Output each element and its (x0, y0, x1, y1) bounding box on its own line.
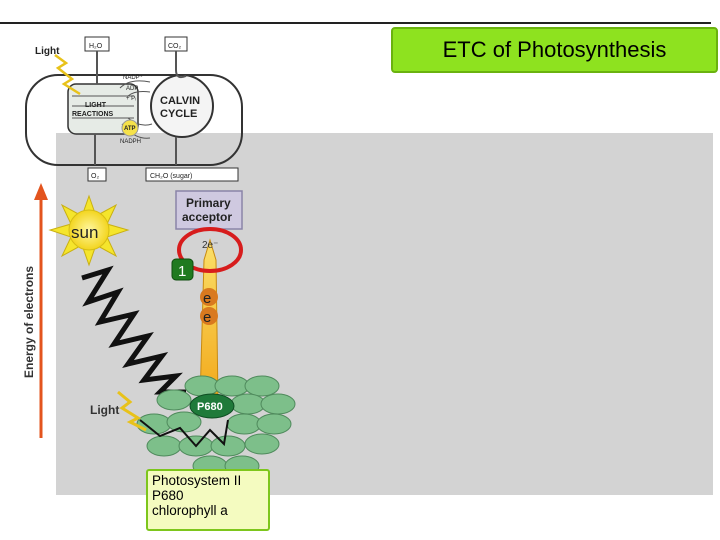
energy-arrow-head-icon (34, 183, 48, 200)
light-bolt-small-icon (54, 53, 81, 96)
p680-label: P680 (197, 401, 223, 413)
sugar-label: CH₂O (sugar) (150, 173, 192, 180)
energy-axis-label: Energy of electrons (22, 266, 36, 378)
step-badge (171, 258, 194, 281)
light-reactions-label-1: LIGHT (85, 102, 107, 109)
nadp-label: NADP⁺ (123, 74, 143, 81)
top-divider-line (0, 22, 711, 24)
photosystem-line-1: Photosystem II (152, 473, 242, 488)
chloroplast-light-label: Light (35, 46, 60, 57)
light-bolt-icon (117, 390, 147, 432)
photosystem-line-3: chlorophyll a (152, 503, 228, 518)
photosystem-info-box: Photosystem II P680 chlorophyll a (146, 469, 270, 531)
electron-label-2: e (203, 309, 211, 326)
calvin-cycle-circle (150, 74, 214, 138)
chloroplast-outline (25, 74, 243, 166)
calvin-label-2: CYCLE (160, 108, 197, 120)
h2o-label: H₂O (89, 43, 103, 50)
pi-label: + Pᵢ (126, 96, 136, 102)
primary-acceptor-box (175, 190, 243, 230)
atp-label: ATP (124, 126, 136, 132)
primary-acceptor-label-1: Primary (186, 196, 231, 210)
electron-label-1: e (203, 290, 211, 307)
title-box: ETC of Photosynthesis (391, 27, 718, 73)
sun-label: sun (71, 223, 98, 242)
o2-label: O₂ (91, 173, 99, 180)
electron-markers (200, 288, 218, 325)
calvin-label-1: CALVIN (160, 95, 200, 107)
light-reactions-label-2: REACTIONS (72, 111, 114, 118)
energy-transfer-path (139, 419, 229, 448)
photosystem-line-2: P680 (152, 488, 184, 503)
light-wave-squiggle-icon (81, 265, 186, 395)
nadph-label: NADPH (120, 139, 141, 145)
sun-icon (48, 194, 130, 267)
electron-highlight-circle (177, 227, 243, 273)
chloroplast-overview (25, 36, 243, 182)
co2-label: CO₂ (168, 43, 182, 50)
two-electrons-label: 2e⁻ (202, 240, 218, 251)
p680-reaction-center (189, 393, 235, 419)
step-number: 1 (178, 263, 186, 280)
adp-label: ADP (126, 86, 138, 92)
light-label: Light (90, 403, 119, 417)
energy-axis (34, 183, 48, 438)
page-title: ETC of Photosynthesis (442, 37, 667, 62)
primary-acceptor-label-2: acceptor (182, 210, 232, 224)
